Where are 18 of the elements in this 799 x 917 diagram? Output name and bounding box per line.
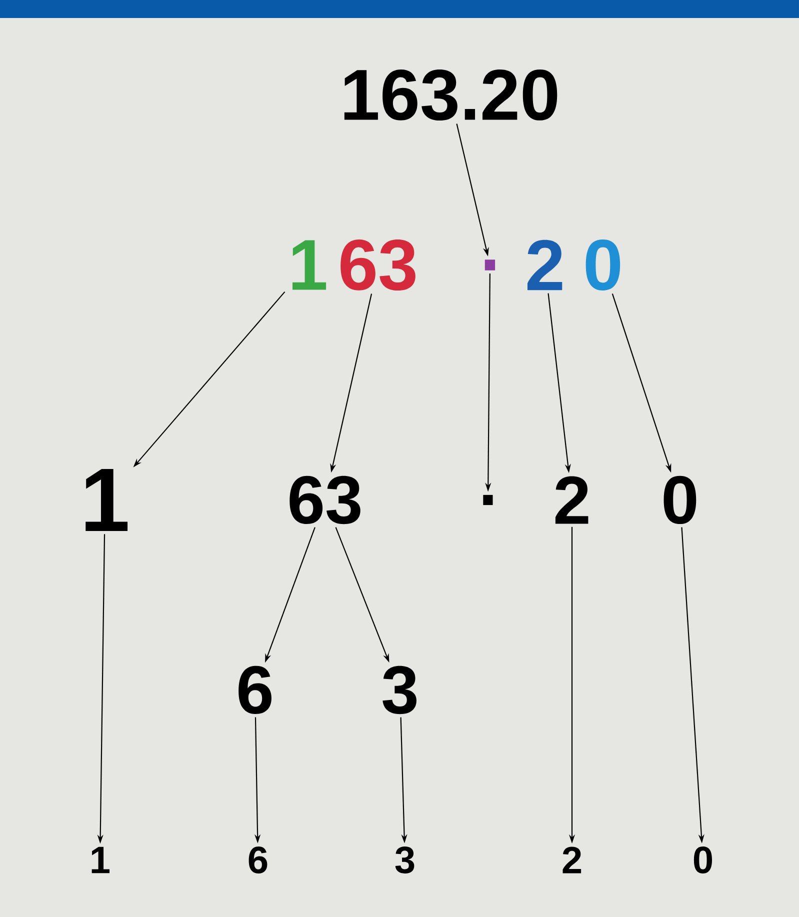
digit-text: 2 [527,240,562,290]
digit-text: 1 [92,846,110,874]
digit-text: . [483,494,493,506]
digit-text: 2 [562,846,582,874]
digit-text: 1 [86,469,128,531]
digit-text: 0 [694,846,712,874]
digit-text: 3 [382,666,416,714]
digit-text: 163.20 [344,69,558,121]
digit-text: . [484,260,496,270]
digit-text: 63 [290,476,360,524]
digit-text: 6 [248,846,268,874]
digit-text: 6 [238,666,272,714]
digit-text: 2 [555,476,588,524]
digit-text: 63 [340,239,416,291]
digit-text: 3 [395,846,414,874]
digit-text: 0 [664,476,696,524]
digit-text: 1 [292,240,326,290]
digit-text: 0 [586,240,620,290]
